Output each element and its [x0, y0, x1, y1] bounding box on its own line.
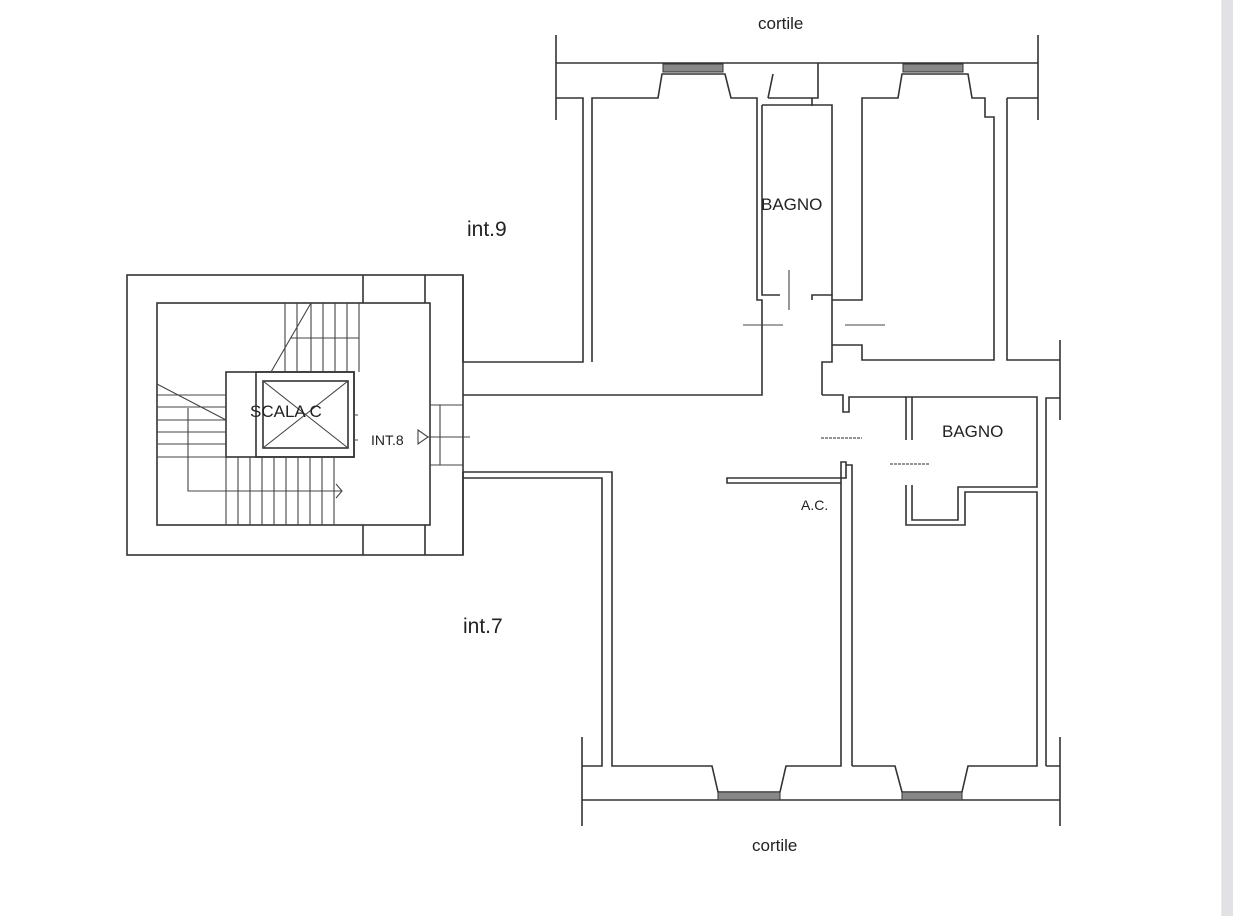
window-top-right: [902, 63, 964, 73]
window-bottom-right: [901, 791, 963, 801]
unit-9-label: int.9: [467, 218, 507, 241]
bathroom-label-upper: BAGNO: [761, 195, 823, 214]
unit-7-label: int.7: [463, 615, 503, 638]
stairwell: [126, 274, 470, 556]
stair-label: SCALA C: [250, 402, 322, 421]
courtyard-label-bottom: cortile: [752, 836, 798, 855]
window-bottom-left: [717, 791, 781, 801]
unit-8-label: INT.8: [371, 432, 404, 448]
top-facade: [555, 35, 1039, 120]
unit-9-walls: [463, 63, 1061, 420]
bathroom-label-lower: BAGNO: [942, 422, 1004, 441]
window-top-left: [662, 63, 724, 73]
ac-label: A.C.: [801, 497, 829, 513]
courtyard-label-top: cortile: [758, 14, 804, 33]
page-edge-scrollbar[interactable]: [1221, 0, 1233, 916]
corridor-and-unit-7: [463, 394, 1061, 826]
